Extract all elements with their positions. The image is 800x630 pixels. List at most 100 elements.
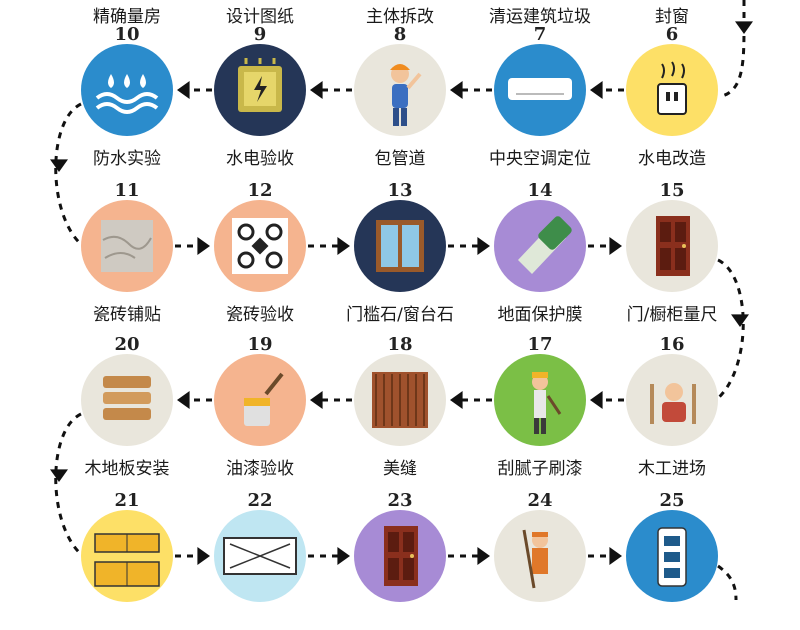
step-6: 6 水电改造 <box>602 24 742 169</box>
flow-arrowhead <box>450 81 463 99</box>
step-label: 防水实验 <box>93 149 161 169</box>
step-18: 18 美缝 <box>330 334 470 479</box>
step-number: 24 <box>527 490 553 511</box>
step-17: 17 刮腻子刷漆 <box>470 334 610 479</box>
flow-arrowhead <box>310 391 323 409</box>
worker-icon <box>354 44 446 136</box>
flow-arrowhead <box>590 81 603 99</box>
flow-connector <box>717 564 738 600</box>
marble-tile-icon <box>81 200 173 292</box>
step-15: 15 门/橱柜量尺 <box>602 180 742 325</box>
cleaner-icon <box>494 510 586 602</box>
step-number: 14 <box>527 180 553 201</box>
step-7: 7 中央空调定位 <box>470 24 610 169</box>
flow-arrowhead <box>177 81 190 99</box>
flow-arrowhead <box>477 237 490 255</box>
step-12: 12 瓷砖验收 <box>190 180 330 325</box>
flow-arrowhead <box>337 547 350 565</box>
flow-arrowhead <box>477 547 490 565</box>
step-label: 包管道 <box>374 149 426 169</box>
step-9: 9 水电验收 <box>190 24 330 169</box>
step-number: 15 <box>659 180 685 201</box>
flow-connectors <box>50 0 753 600</box>
step-number: 20 <box>114 334 140 355</box>
step-label: 瓷砖验收 <box>226 305 294 325</box>
flow-connector <box>54 102 84 248</box>
step-19: 19 油漆验收 <box>190 334 330 479</box>
electric-box-icon <box>214 44 306 136</box>
step-number: 18 <box>387 334 413 355</box>
top-label-5: 封窗 <box>655 7 689 27</box>
step-23: 23 <box>330 490 470 630</box>
pattern-tile-icon <box>214 200 306 292</box>
water-drops-icon <box>81 44 173 136</box>
step-22: 22 <box>190 490 330 630</box>
step-label: 门/橱柜量尺 <box>626 305 718 325</box>
kitchen-cabinet-icon <box>81 510 173 602</box>
painter-icon <box>494 354 586 446</box>
top-label-2: 设计图纸 <box>226 7 294 27</box>
step-number: 22 <box>247 490 273 511</box>
step-14: 14 地面保护膜 <box>470 180 610 325</box>
step-21: 21 <box>57 490 197 630</box>
ceiling-icon <box>214 510 306 602</box>
grout-panel-icon <box>354 354 446 446</box>
window-icon <box>354 200 446 292</box>
step-label: 门槛石/窗台石 <box>346 305 454 325</box>
step-label: 中央空调定位 <box>489 149 591 169</box>
step-label: 木地板安装 <box>84 459 170 479</box>
step-20: 20 木地板安装 <box>57 334 197 479</box>
step-11: 11 瓷砖铺贴 <box>57 180 197 325</box>
step-label: 美缝 <box>383 459 417 479</box>
top-label-4: 清运建筑垃圾 <box>489 7 591 27</box>
step-label: 油漆验收 <box>226 459 294 479</box>
flow-arrowhead <box>731 314 749 327</box>
flow-arrowhead <box>50 469 68 482</box>
air-conditioner-icon <box>494 44 586 136</box>
door-icon <box>354 510 446 602</box>
step-number: 16 <box>659 334 685 355</box>
flow-arrowhead <box>609 547 622 565</box>
step-number: 11 <box>114 180 140 201</box>
flow-arrowhead <box>310 81 323 99</box>
step-13: 13 门槛石/窗台石 <box>330 180 470 325</box>
wood-planks-icon <box>81 354 173 446</box>
flow-arrowhead <box>735 21 753 34</box>
step-label: 水电验收 <box>226 149 294 169</box>
flow-arrowhead <box>590 391 603 409</box>
step-label: 地面保护膜 <box>497 305 583 325</box>
step-label: 刮腻子刷漆 <box>497 459 583 479</box>
step-number: 21 <box>114 490 140 511</box>
flow-arrowhead <box>197 237 210 255</box>
film-roll-icon <box>494 200 586 292</box>
flow-connector <box>715 258 745 402</box>
flow-arrowhead <box>609 237 622 255</box>
flow-arrowhead <box>50 159 68 172</box>
step-number: 13 <box>387 180 413 201</box>
step-number: 25 <box>659 490 685 511</box>
step-25: 25 <box>602 490 742 630</box>
flow-arrowhead <box>197 547 210 565</box>
step-number: 12 <box>247 180 273 201</box>
carpenter-icon <box>626 354 718 446</box>
step-number: 19 <box>247 334 273 355</box>
step-10: 10 防水实验 <box>57 24 197 169</box>
step-24: 24 <box>470 490 610 630</box>
paint-bucket-icon <box>214 354 306 446</box>
step-number: 17 <box>527 334 553 355</box>
step-number: 9 <box>253 24 267 45</box>
step-16: 16 木工进场 <box>602 334 742 479</box>
flow-connector <box>54 412 84 558</box>
flow-arrowhead <box>450 391 463 409</box>
power-strip-icon <box>626 510 718 602</box>
step-number: 8 <box>393 24 407 45</box>
flow-arrowhead <box>337 237 350 255</box>
step-label: 水电改造 <box>638 149 706 169</box>
flow-arrowhead <box>177 391 190 409</box>
step-8: 8 包管道 <box>330 24 470 169</box>
step-number: 23 <box>387 490 413 511</box>
step-number: 10 <box>114 24 140 45</box>
top-label-1: 精确量房 <box>93 7 161 27</box>
step-label: 瓷砖铺贴 <box>93 305 161 325</box>
step-label: 木工进场 <box>638 459 706 479</box>
